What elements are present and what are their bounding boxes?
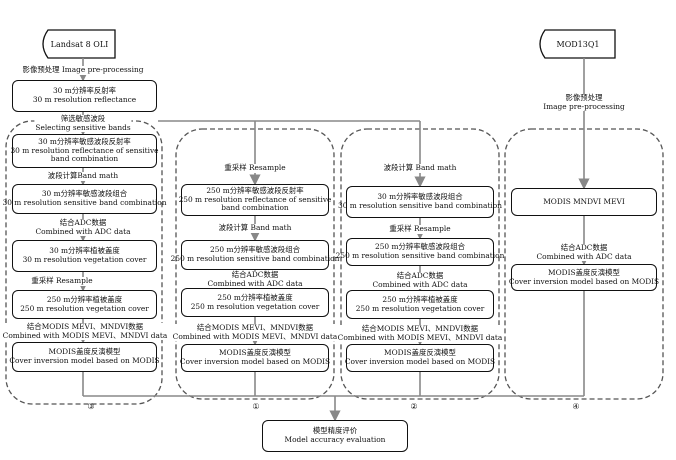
col2-combo-cn: 结合MODIS MEVI、MNDVI数据	[361, 324, 479, 333]
col4-adc-label: 结合ADC数据 Combined with ADC data	[535, 243, 633, 262]
col1-adc-label: 结合ADC数据 Combined with ADC data	[206, 270, 304, 289]
col2-band-combination-30m-box: 30 m分辨率敏感波段组合 30 m resolution sensitive …	[338, 186, 502, 218]
col2-box1-cn: 30 m分辨率敏感波段组合	[377, 192, 463, 202]
col2-modis-combo-label: 结合MODIS MEVI、MNDVI数据 Combined with MODIS…	[336, 324, 504, 343]
col4-model-box: MODIS盖度反演模型 Cover inversion model based …	[508, 264, 660, 291]
col3-preprocess-label: 影像预处理 Image pre-processing	[21, 65, 145, 75]
col4-modis-indices-box: MODIS MNDVI MEVI	[511, 188, 657, 216]
col3-veg-cover-30m-box: 30 m分辨率植被盖度 30 m resolution vegetation c…	[12, 240, 157, 272]
col1-box1-l3: band combination	[221, 203, 289, 213]
col3-box5-cn: 250 m分辨率植被盖度	[46, 294, 123, 304]
col2-box1-en: 30 m resolution sensitive band combinati…	[338, 201, 502, 210]
col3-box2-l3: band combination	[50, 154, 119, 164]
col2-band-combination-250m-box: 250 m分辨率敏感波段组合 250 m resolution sensitiv…	[336, 238, 504, 266]
col2-box2-cn: 250 m分辨率敏感波段组合	[375, 242, 465, 252]
col3-box2-l1: 30 m分辨率敏感波段反射率	[38, 137, 131, 147]
final-en: Model accuracy evaluation	[284, 435, 386, 444]
col3-modis-combo-label: 结合MODIS MEVI、MNDVI数据 Combined with MODIS…	[1, 322, 169, 341]
col1-adc-cn: 结合ADC数据	[231, 270, 279, 279]
col2-adc-cn: 结合ADC数据	[396, 271, 444, 280]
col1-box4-cn: MODIS盖度反演模型	[219, 348, 291, 358]
col1-box4-en: Cover inversion model based on MODIS	[179, 357, 331, 366]
col1-marker: ①	[252, 402, 260, 411]
col2-box4-cn: MODIS盖度反演模型	[384, 348, 456, 358]
col1-sensitive-reflectance-box: 250 m分辨率敏感波段反射率 250 m resolution reflect…	[178, 184, 332, 216]
col3-combo-cn: 结合MODIS MEVI、MNDVI数据	[26, 322, 144, 331]
col3-box1-cn: 30 m分辨率反射率	[52, 86, 117, 96]
landsat-source: Landsat 8 OLI	[44, 30, 115, 58]
col3-model-box: MODIS盖度反演模型 Cover inversion model based …	[9, 342, 160, 372]
col3-select-en: Selecting sensitive bands	[35, 122, 131, 132]
col3-box3-en: 30 m resolution sensitive band combinati…	[2, 198, 167, 207]
col3-adc-cn: 结合ADC数据	[59, 218, 107, 227]
col3-adc-label: 结合ADC数据 Combined with ADC data	[34, 218, 132, 237]
landsat-source-shape	[42, 29, 116, 59]
col1-combo-cn: 结合MODIS MEVI、MNDVI数据	[196, 323, 314, 332]
col3-band-math-label: 波段计算Band math	[46, 171, 120, 181]
col1-model-box: MODIS盖度反演模型 Cover inversion model based …	[179, 344, 331, 372]
col1-band-math-label: 波段计算 Band math	[217, 223, 293, 233]
col2-veg-cover-box: 250 m分辨率植被盖度 250 m resolution vegetation…	[346, 290, 494, 319]
col2-box4-en: Cover inversion model based on MODIS	[344, 357, 496, 366]
col4-box2-en: Cover inversion model based on MODIS	[508, 276, 660, 286]
col2-adc-en: Combined with ADC data	[372, 279, 468, 289]
col4-preproc-en: Image pre-processing	[543, 101, 625, 111]
col1-box2-en: 250 m resolution sensitive band combinat…	[170, 254, 340, 263]
col3-adc-en: Combined with ADC data	[35, 226, 131, 236]
col1-box3-en: 250 m resolution vegetation cover	[190, 301, 320, 311]
col4-marker: ④	[572, 402, 580, 411]
col3-reflectance-box: 30 m分辨率反射率 30 m resolution reflectance	[12, 80, 157, 112]
col1-combo-en: Combined with MODIS MEVI、MNDVI data	[172, 331, 338, 341]
col3-marker: ③	[87, 402, 95, 411]
col1-veg-cover-box: 250 m分辨率植被盖度 250 m resolution vegetation…	[181, 288, 329, 317]
col3-sensitive-reflectance-box: 30 m分辨率敏感波段反射率 30 m resolution reflectan…	[10, 134, 159, 168]
col3-band-combination-box: 30 m分辨率敏感波段组合 30 m resolution sensitive …	[3, 184, 167, 214]
col4-box1-text: MODIS MNDVI MEVI	[543, 196, 625, 206]
col3-combo-en: Combined with MODIS MEVI、MNDVI data	[2, 330, 168, 340]
col3-box3-cn: 30 m分辨率敏感波段组合	[41, 189, 128, 199]
col2-box3-en: 250 m resolution vegetation cover	[355, 303, 485, 313]
col4-adc-cn: 结合ADC数据	[560, 243, 608, 252]
col3-box2-l2: 30 m resolution reflectance of sensitive	[10, 145, 159, 155]
col3-select-label: 筛选敏感波段 Selecting sensitive bands	[34, 114, 132, 133]
col2-adc-label: 结合ADC数据 Combined with ADC data	[371, 271, 469, 290]
col3-box4-en: 30 m resolution vegetation cover	[22, 255, 147, 264]
col2-combo-en: Combined with MODIS MEVI、MNDVI data	[337, 332, 503, 342]
col2-box3-cn: 250 m分辨率植被盖度	[382, 294, 458, 304]
modis-source-shape	[539, 29, 616, 59]
col2-box2-en: 250 m resolution sensitive band combinat…	[335, 251, 505, 260]
final-cn: 模型精度评价	[312, 426, 358, 436]
accuracy-evaluation-box: 模型精度评价 Model accuracy evaluation	[262, 420, 408, 452]
modis-label: MOD13Q1	[556, 39, 600, 49]
col3-select-cn: 筛选敏感波段	[60, 114, 106, 123]
col3-resample-label: 重采样 Resample	[30, 276, 94, 286]
col2-model-box: MODIS盖度反演模型 Cover inversion model based …	[344, 344, 496, 372]
col3-box6-cn: MODIS盖度反演模型	[48, 347, 121, 357]
col1-box1-l2: 250 m resolution reflectance of sensitiv…	[178, 194, 332, 204]
col2-marker: ②	[410, 402, 418, 411]
landsat-label: Landsat 8 OLI	[50, 39, 109, 49]
col3-veg-cover-250m-box: 250 m分辨率植被盖度 250 m resolution vegetation…	[12, 290, 157, 319]
col1-band-combination-box: 250 m分辨率敏感波段组合 250 m resolution sensitiv…	[171, 240, 339, 270]
col2-resample-label: 重采样 Resample	[388, 224, 452, 234]
col3-box6-en: Cover inversion model based on MODIS	[9, 356, 160, 365]
col1-box1-l1: 250 m分辨率敏感波段反射率	[206, 186, 304, 196]
col3-box1-en: 30 m resolution reflectance	[32, 95, 137, 104]
col4-adc-en: Combined with ADC data	[536, 251, 632, 261]
col1-resample-label: 重采样 Resample	[223, 163, 287, 173]
col3-box5-en: 250 m resolution vegetation cover	[20, 303, 149, 313]
modis-source: MOD13Q1	[541, 30, 615, 58]
col4-box2-cn: MODIS盖度反演模型	[548, 267, 620, 277]
col4-preprocess-label: 影像预处理 Image pre-processing	[542, 93, 626, 112]
col1-modis-combo-label: 结合MODIS MEVI、MNDVI数据 Combined with MODIS…	[171, 323, 339, 342]
col1-box2-cn: 250 m分辨率敏感波段组合	[210, 245, 300, 255]
col2-band-math-label: 波段计算 Band math	[382, 163, 458, 173]
col4-preproc-cn: 影像预处理	[565, 93, 603, 102]
col1-box3-cn: 250 m分辨率植被盖度	[217, 292, 293, 302]
col3-box4-cn: 30 m分辨率植被盖度	[49, 246, 120, 256]
col1-adc-en: Combined with ADC data	[207, 278, 303, 288]
